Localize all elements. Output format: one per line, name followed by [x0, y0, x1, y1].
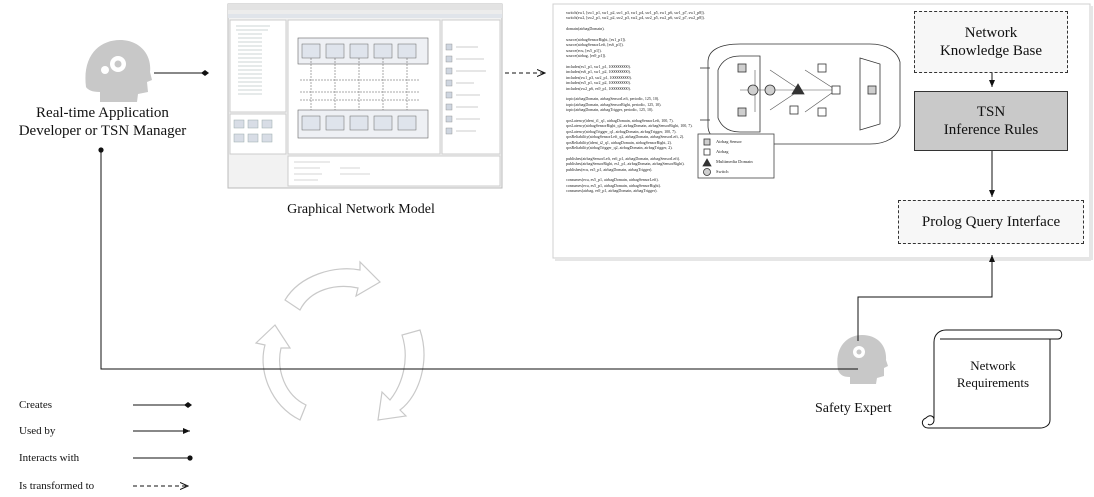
- car-legend-label: Switch: [716, 169, 729, 174]
- tsn-inference-rules-box: TSN Inference Rules: [914, 91, 1068, 151]
- legend-glyphs: [133, 405, 193, 486]
- prolog-query-interface-box: Prolog Query Interface: [898, 200, 1084, 244]
- code-line: publishes(ecu, es5_p1, airbagDomain, air…: [566, 167, 652, 172]
- developer-head-icon: [85, 40, 152, 102]
- legend-interacts-with-label: Interacts with: [19, 452, 79, 465]
- legend-creates-label: Creates: [19, 399, 52, 412]
- safety-expert-head-icon: [837, 335, 888, 384]
- legend-used-by-label: Used by: [19, 425, 55, 438]
- graphical-model-screenshot: [228, 4, 502, 188]
- car-legend-label: Multimedia Domain: [716, 159, 753, 164]
- recycle-arrows-icon: [256, 262, 424, 420]
- code-line: switch(sw2, [sw2_p1, sw2_p2, sw2_p3, sw2…: [566, 15, 705, 20]
- car-legend-label: Airbag Sensor: [716, 139, 742, 144]
- safety-expert-label: Safety Expert: [815, 400, 892, 417]
- network-requirements-label: Network Requirements: [938, 357, 1048, 391]
- code-line: topic(airbagDomain, airbagTrigger, perio…: [566, 107, 653, 112]
- code-line: domain(airbagDomain).: [566, 26, 605, 31]
- legend-is-transformed-to-label: Is transformed to: [19, 480, 94, 493]
- code-line: source(airbag, [es9_p1]).: [566, 53, 606, 58]
- car-legend-label: Airbag: [716, 149, 729, 154]
- developer-label: Real-time Application Developer or TSN M…: [0, 104, 205, 140]
- network-knowledge-base-box: Network Knowledge Base: [914, 11, 1068, 73]
- code-line: qosReliability(airbagTrigger_q2, airbagD…: [566, 145, 673, 150]
- code-line: consumes(airbag, es9_p1, airbagDomain, a…: [566, 188, 658, 193]
- code-line: includes(sw2_p6, es9_p1, 1000000000).: [566, 86, 631, 91]
- graphical-model-caption: Graphical Network Model: [268, 201, 454, 218]
